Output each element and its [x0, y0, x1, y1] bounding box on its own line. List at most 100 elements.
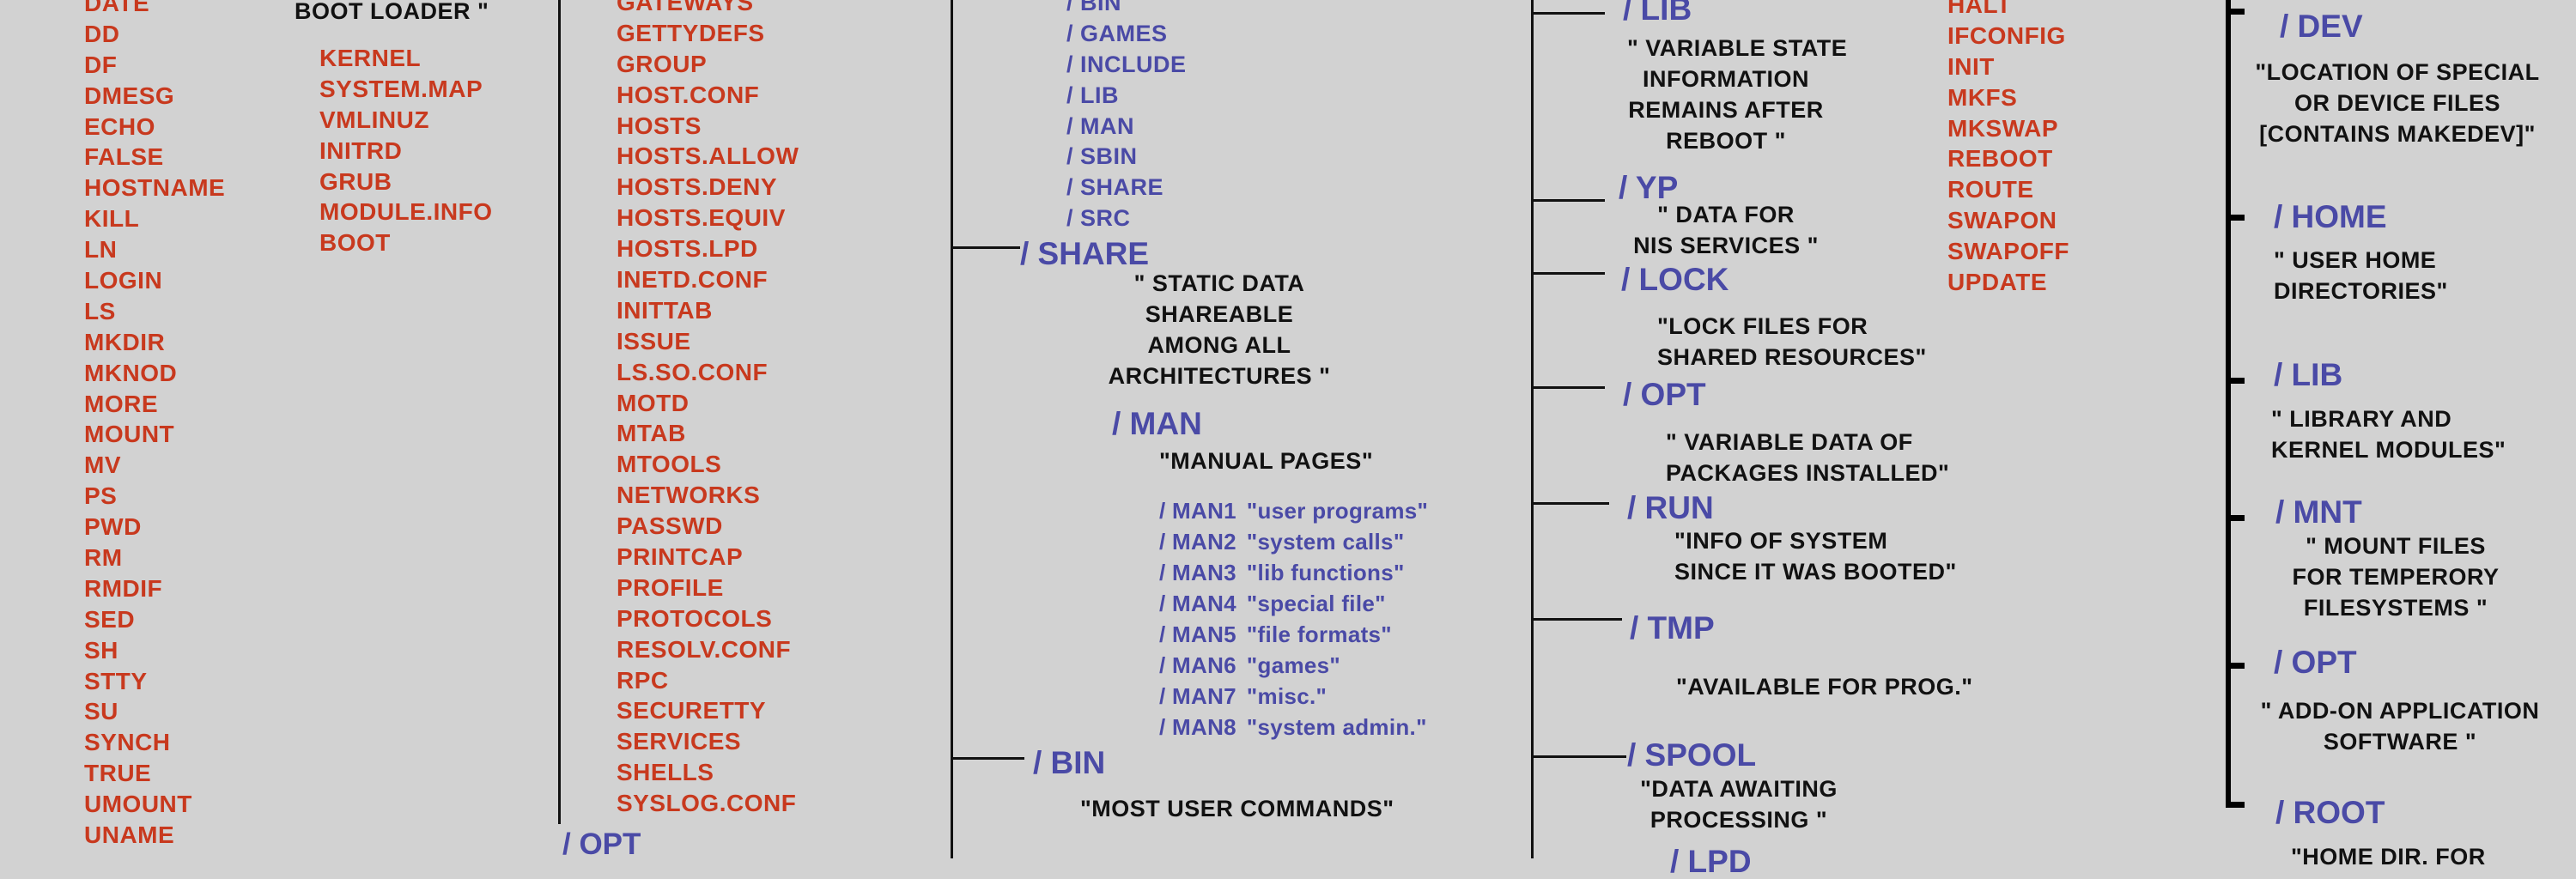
- bin-command-item[interactable]: SED: [84, 605, 136, 633]
- etc-file-item[interactable]: SYSLOG.CONF: [617, 790, 797, 817]
- etc-file-item[interactable]: HOST.CONF: [617, 81, 760, 108]
- etc-file-item[interactable]: SERVICES: [617, 728, 742, 755]
- man-section-row[interactable]: / MAN6"games": [1159, 652, 1428, 683]
- bin-command-item[interactable]: DF: [84, 51, 118, 78]
- etc-file-item[interactable]: MOTD: [617, 389, 690, 416]
- root-subdir-label[interactable]: / LIB: [2274, 357, 2343, 392]
- bin-command-item[interactable]: SU: [84, 698, 118, 725]
- usr-local-subdir-item[interactable]: / SRC: [1066, 205, 1131, 232]
- bin-command-item[interactable]: MORE: [84, 390, 158, 417]
- boot-file-item[interactable]: GRUB: [319, 167, 392, 195]
- etc-file-item[interactable]: RPC: [617, 666, 669, 694]
- var-subdir-label[interactable]: / YP: [1619, 170, 1679, 205]
- etc-file-item[interactable]: INETD.CONF: [617, 266, 769, 294]
- var-subdir-label[interactable]: / SPOOL: [1627, 737, 1757, 773]
- usr-man-directory[interactable]: / MAN: [1112, 406, 1202, 441]
- man-section-row[interactable]: / MAN4"special file": [1159, 591, 1428, 621]
- sbin-command-item[interactable]: ROUTE: [1947, 176, 2034, 203]
- boot-file-item[interactable]: SYSTEM.MAP: [319, 75, 483, 102]
- bin-command-item[interactable]: DATE: [84, 0, 150, 16]
- etc-file-item[interactable]: INITTAB: [617, 296, 713, 324]
- boot-file-item[interactable]: INITRD: [319, 136, 403, 164]
- etc-file-item[interactable]: RESOLV.CONF: [617, 635, 792, 663]
- etc-file-item[interactable]: PRINTCAP: [617, 543, 744, 571]
- man-section-row[interactable]: / MAN7"misc.": [1159, 683, 1428, 714]
- bin-command-item[interactable]: MKNOD: [84, 359, 178, 386]
- bin-command-item[interactable]: MKDIR: [84, 328, 166, 355]
- usr-share-directory[interactable]: / SHARE: [1020, 236, 1150, 271]
- bin-command-item[interactable]: SH: [84, 636, 118, 664]
- bin-command-item[interactable]: DD: [84, 20, 120, 47]
- etc-file-item[interactable]: HOSTS.ALLOW: [617, 142, 799, 170]
- sbin-command-item[interactable]: SWAPON: [1947, 207, 2057, 234]
- man-section-row[interactable]: / MAN3"lib functions": [1159, 560, 1428, 591]
- var-subdir-label[interactable]: / OPT: [1623, 377, 1706, 412]
- etc-file-item[interactable]: LS.SO.CONF: [617, 358, 769, 385]
- etc-file-item[interactable]: PROTOCOLS: [617, 604, 773, 632]
- etc-file-item[interactable]: SHELLS: [617, 759, 714, 786]
- root-subdir-label[interactable]: / HOME: [2274, 199, 2387, 234]
- var-subdir-label[interactable]: / TMP: [1630, 610, 1715, 646]
- bin-command-item[interactable]: FALSE: [84, 143, 164, 171]
- bin-command-item[interactable]: UNAME: [84, 821, 175, 849]
- var-subdir-label[interactable]: / LPD: [1670, 844, 1752, 879]
- etc-file-item[interactable]: GATEWAYS: [617, 0, 754, 15]
- sbin-command-item[interactable]: MKFS: [1947, 83, 2018, 111]
- root-subdir-label[interactable]: / MNT: [2275, 494, 2362, 530]
- var-subdir-label[interactable]: / LOCK: [1621, 262, 1729, 297]
- var-subdir-label[interactable]: / LIB: [1623, 0, 1692, 27]
- bin-command-item[interactable]: KILL: [84, 205, 140, 233]
- usr-local-subdir-item[interactable]: / GAMES: [1066, 20, 1168, 46]
- etc-file-item[interactable]: HOSTS.EQUIV: [617, 204, 786, 232]
- etc-file-item[interactable]: HOSTS.DENY: [617, 173, 778, 201]
- boot-file-item[interactable]: BOOT: [319, 229, 391, 257]
- man-section-row[interactable]: / MAN8"system admin.": [1159, 714, 1428, 745]
- bin-command-item[interactable]: ECHO: [84, 112, 155, 140]
- etc-file-item[interactable]: SECURETTY: [617, 697, 767, 724]
- etc-file-item[interactable]: ISSUE: [617, 327, 691, 355]
- bin-command-item[interactable]: HOSTNAME: [84, 174, 226, 202]
- usr-local-subdir-item[interactable]: / SHARE: [1066, 174, 1164, 201]
- bin-command-item[interactable]: RMDIF: [84, 574, 163, 602]
- sbin-command-item[interactable]: IFCONFIG: [1947, 21, 2066, 49]
- bin-command-item[interactable]: SYNCH: [84, 729, 171, 756]
- bin-command-item[interactable]: MOUNT: [84, 421, 175, 448]
- bin-command-item[interactable]: MV: [84, 452, 121, 479]
- boot-file-item[interactable]: VMLINUZ: [319, 106, 429, 133]
- bin-command-item[interactable]: PWD: [84, 513, 142, 541]
- root-subdir-label[interactable]: / ROOT: [2275, 795, 2385, 830]
- usr-bin-directory[interactable]: / BIN: [1033, 745, 1106, 780]
- man-section-row[interactable]: / MAN5"file formats": [1159, 621, 1428, 652]
- etc-file-item[interactable]: MTOOLS: [617, 451, 722, 478]
- bin-command-item[interactable]: TRUE: [84, 760, 152, 787]
- bin-command-item[interactable]: DMESG: [84, 82, 175, 109]
- usr-local-subdir-item[interactable]: / SBIN: [1066, 143, 1138, 170]
- root-subdir-label[interactable]: / OPT: [2274, 645, 2357, 680]
- bin-command-item[interactable]: LN: [84, 236, 118, 264]
- usr-local-subdir-item[interactable]: / MAN: [1066, 112, 1134, 139]
- usr-local-subdir-item[interactable]: / LIB: [1066, 82, 1119, 108]
- bin-command-item[interactable]: STTY: [84, 667, 148, 694]
- boot-file-item[interactable]: KERNEL: [319, 45, 422, 71]
- etc-file-item[interactable]: HOSTS.LPD: [617, 235, 758, 263]
- etc-file-item[interactable]: HOSTS: [617, 112, 702, 139]
- root-subdir-label[interactable]: / DEV: [2280, 9, 2363, 44]
- sbin-command-item[interactable]: HALT: [1947, 0, 2012, 18]
- bin-command-item[interactable]: UMOUNT: [84, 791, 192, 818]
- etc-file-item[interactable]: GROUP: [617, 50, 708, 77]
- man-section-row[interactable]: / MAN2"system calls": [1159, 529, 1428, 560]
- usr-local-subdir-item[interactable]: / INCLUDE: [1066, 51, 1187, 77]
- sbin-command-item[interactable]: REBOOT: [1947, 145, 2053, 173]
- sbin-command-item[interactable]: MKSWAP: [1947, 114, 2058, 142]
- etc-file-item[interactable]: PROFILE: [617, 573, 724, 601]
- etc-file-item[interactable]: MTAB: [617, 420, 686, 447]
- boot-file-item[interactable]: MODULE.INFO: [319, 198, 493, 226]
- sbin-command-item[interactable]: INIT: [1947, 52, 1995, 80]
- bin-command-item[interactable]: RM: [84, 544, 123, 572]
- etc-file-item[interactable]: PASSWD: [617, 512, 723, 540]
- bin-command-item[interactable]: PS: [84, 482, 118, 510]
- bin-command-item[interactable]: LOGIN: [84, 267, 163, 294]
- sbin-command-item[interactable]: UPDATE: [1947, 269, 2048, 296]
- sbin-command-item[interactable]: SWAPOFF: [1947, 238, 2069, 265]
- man-section-row[interactable]: / MAN1"user programs": [1159, 498, 1428, 529]
